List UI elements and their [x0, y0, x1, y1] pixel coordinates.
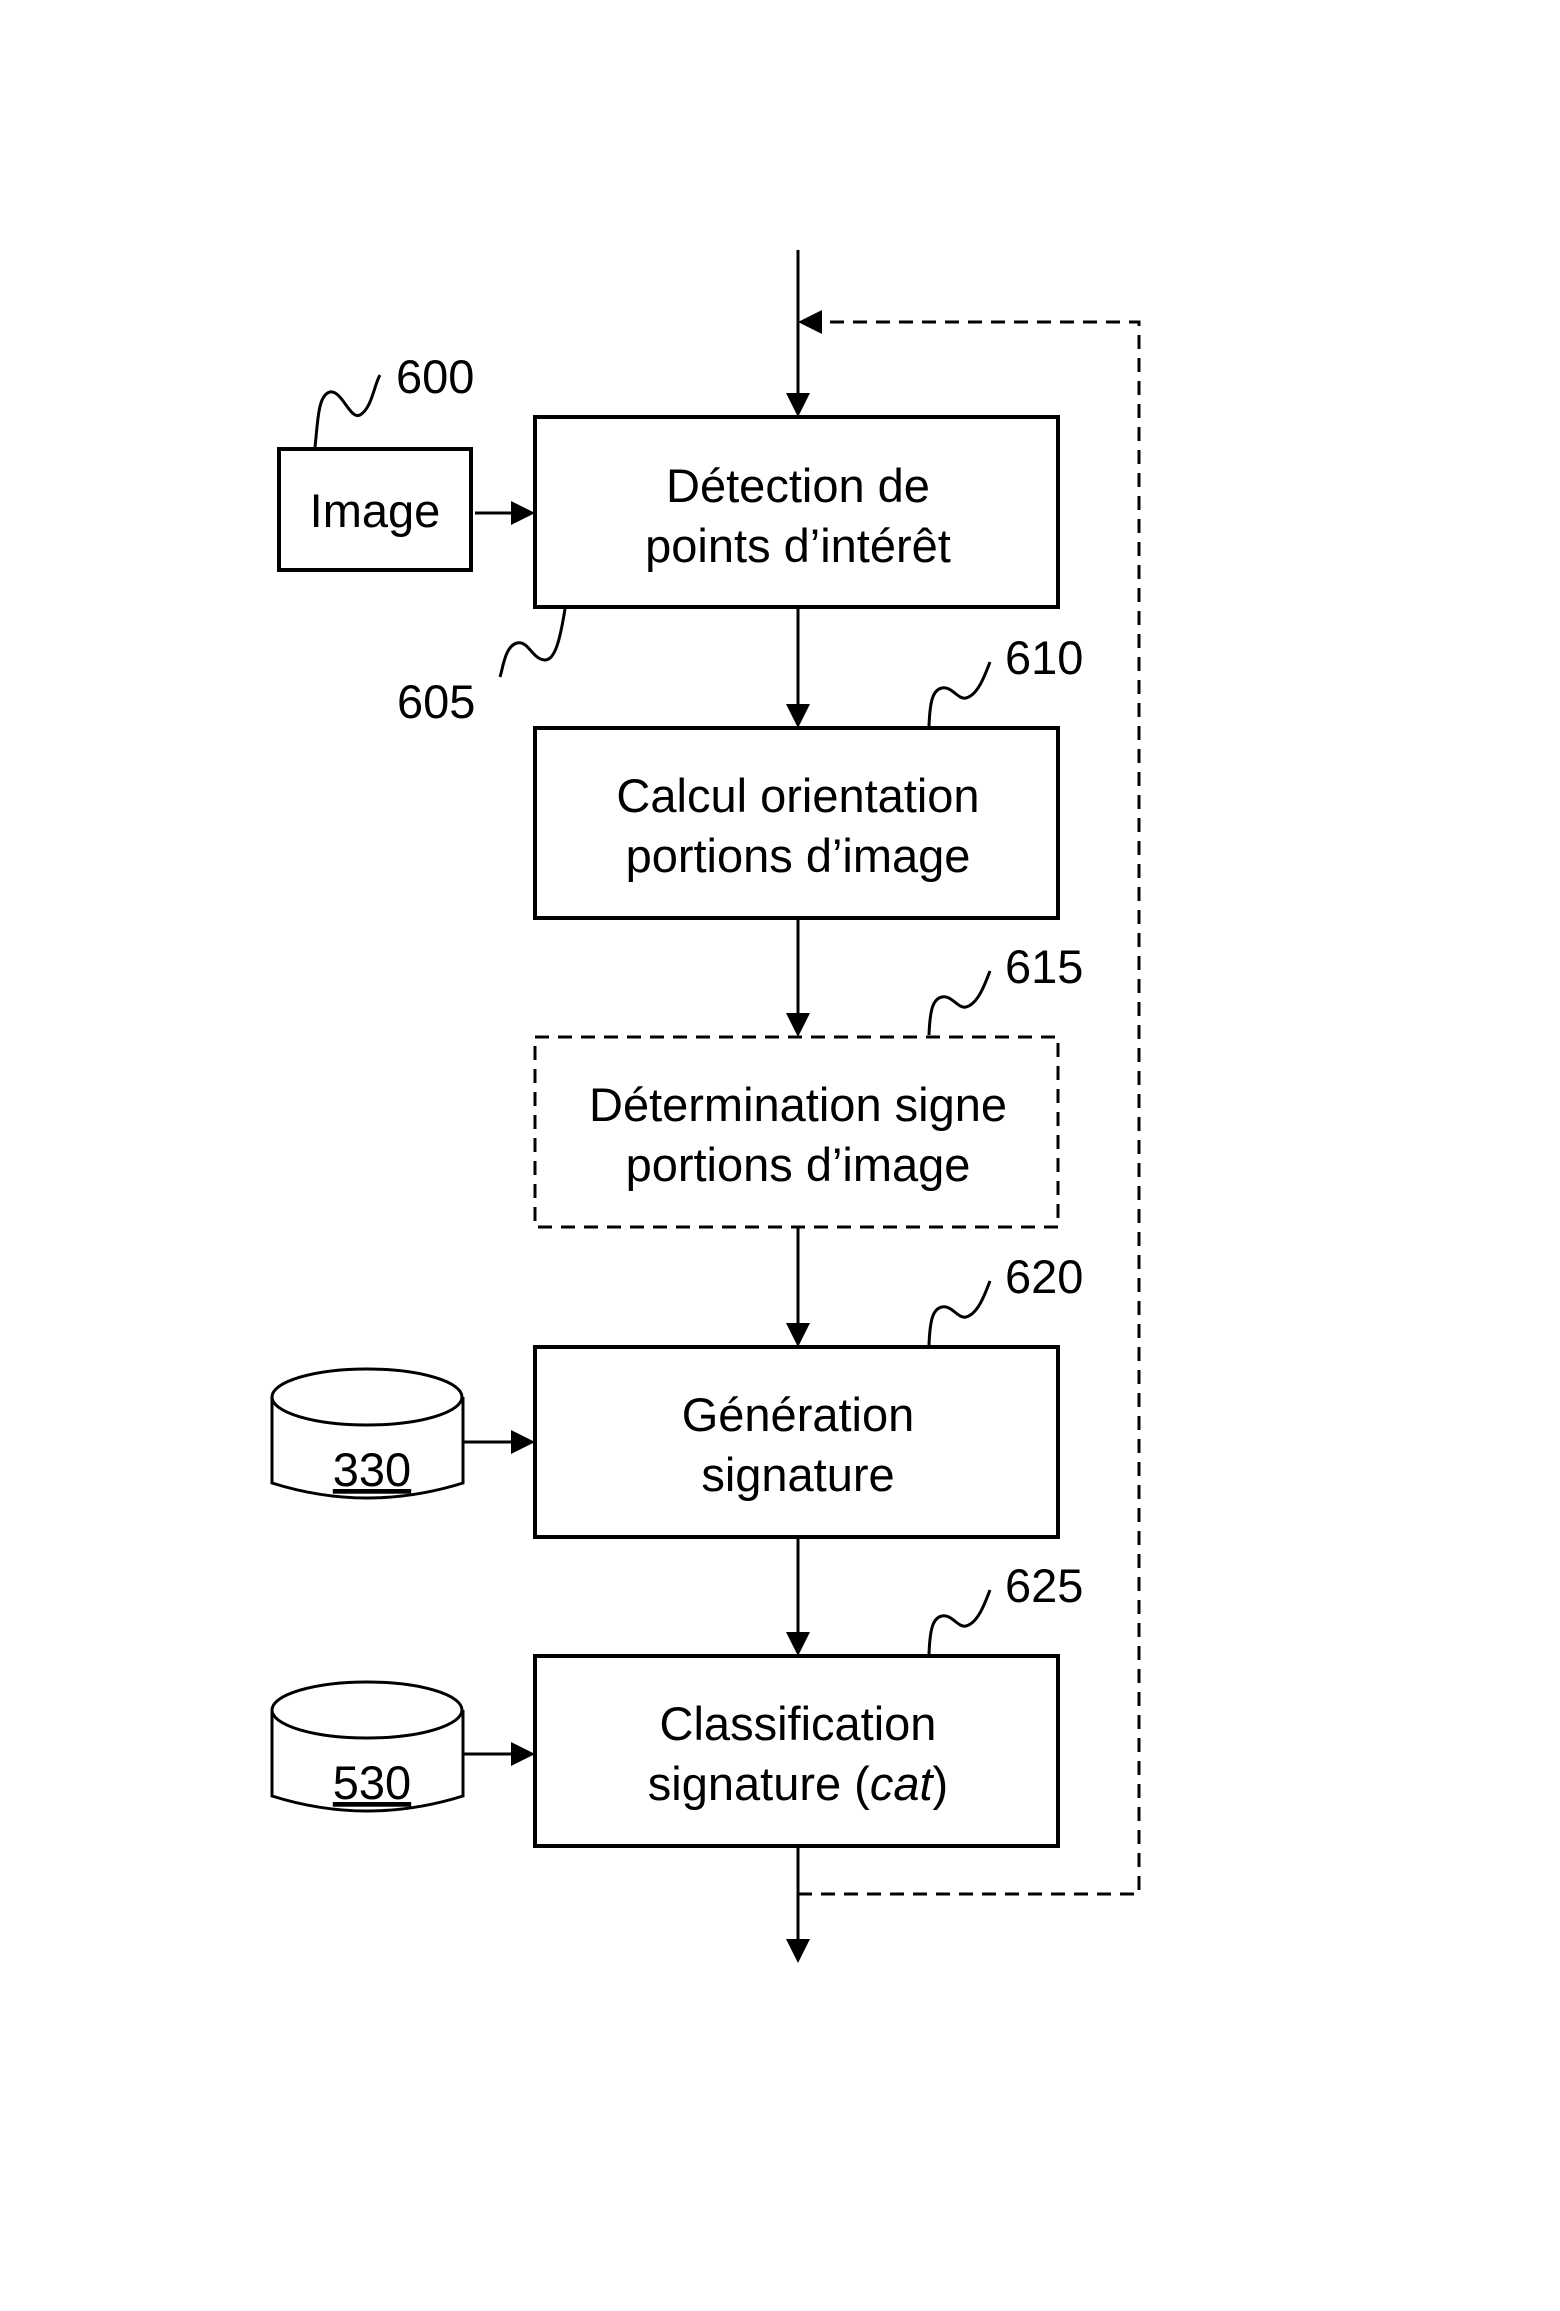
arrow-head-icon [786, 704, 810, 728]
arrow-head-icon [511, 501, 535, 525]
step-615-line-2: portions d’image [626, 1138, 971, 1191]
database-530-label: 530 [333, 1756, 411, 1809]
arrow-head-icon [511, 1742, 535, 1766]
arrow-head-icon [786, 1323, 810, 1347]
step-625-line-2-prefix: signature ( [648, 1757, 870, 1810]
ref-leader-610 [927, 661, 992, 727]
ref-leader-625 [927, 1589, 992, 1655]
loop-arrow-head-icon [798, 310, 822, 334]
step-605-line-1: Détection de [666, 459, 930, 512]
ref-625: 625 [1005, 1559, 1083, 1612]
step-625-suffix: ) [933, 1757, 949, 1810]
ref-leader-605 [498, 608, 567, 678]
arrow-head-icon [511, 1430, 535, 1454]
ref-615: 615 [1005, 940, 1083, 993]
ref-620: 620 [1005, 1250, 1083, 1303]
ref-610: 610 [1005, 631, 1083, 684]
image-input-label: Image [310, 484, 441, 537]
database-330-label: 330 [333, 1443, 411, 1496]
step-box-610 [533, 726, 1060, 920]
ref-605: 605 [397, 675, 475, 728]
step-620-line-2: signature [701, 1448, 894, 1501]
ref-leader-620 [927, 1280, 992, 1346]
step-box-605 [533, 415, 1060, 609]
step-620-line-1: Génération [682, 1388, 915, 1441]
arrow-head-icon [786, 1632, 810, 1656]
database-330-icon [270, 1367, 465, 1500]
arrow-head-icon [786, 1013, 810, 1037]
step-615-line-1: Détermination signe [589, 1078, 1007, 1131]
step-625-line-1: Classification [660, 1697, 937, 1750]
ref-600: 600 [396, 350, 474, 403]
image-input-box [277, 447, 473, 572]
step-box-615-optional [533, 1035, 1060, 1229]
step-610-line-2: portions d’image [626, 829, 971, 882]
loop-back-line [798, 320, 1141, 1896]
database-530-icon [270, 1680, 465, 1813]
arrow-head-icon [786, 1939, 810, 1963]
step-box-620 [533, 1345, 1060, 1539]
ref-leader-615 [927, 970, 992, 1036]
step-610-line-1: Calcul orientation [616, 769, 979, 822]
step-625-italic-cat: cat [870, 1757, 935, 1810]
step-box-625 [533, 1654, 1060, 1848]
arrow-head-icon [786, 393, 810, 417]
step-605-line-2: points d’intérêt [645, 519, 951, 572]
step-625-line-2: signature (cat) [648, 1757, 948, 1810]
ref-leader-600 [313, 374, 382, 448]
